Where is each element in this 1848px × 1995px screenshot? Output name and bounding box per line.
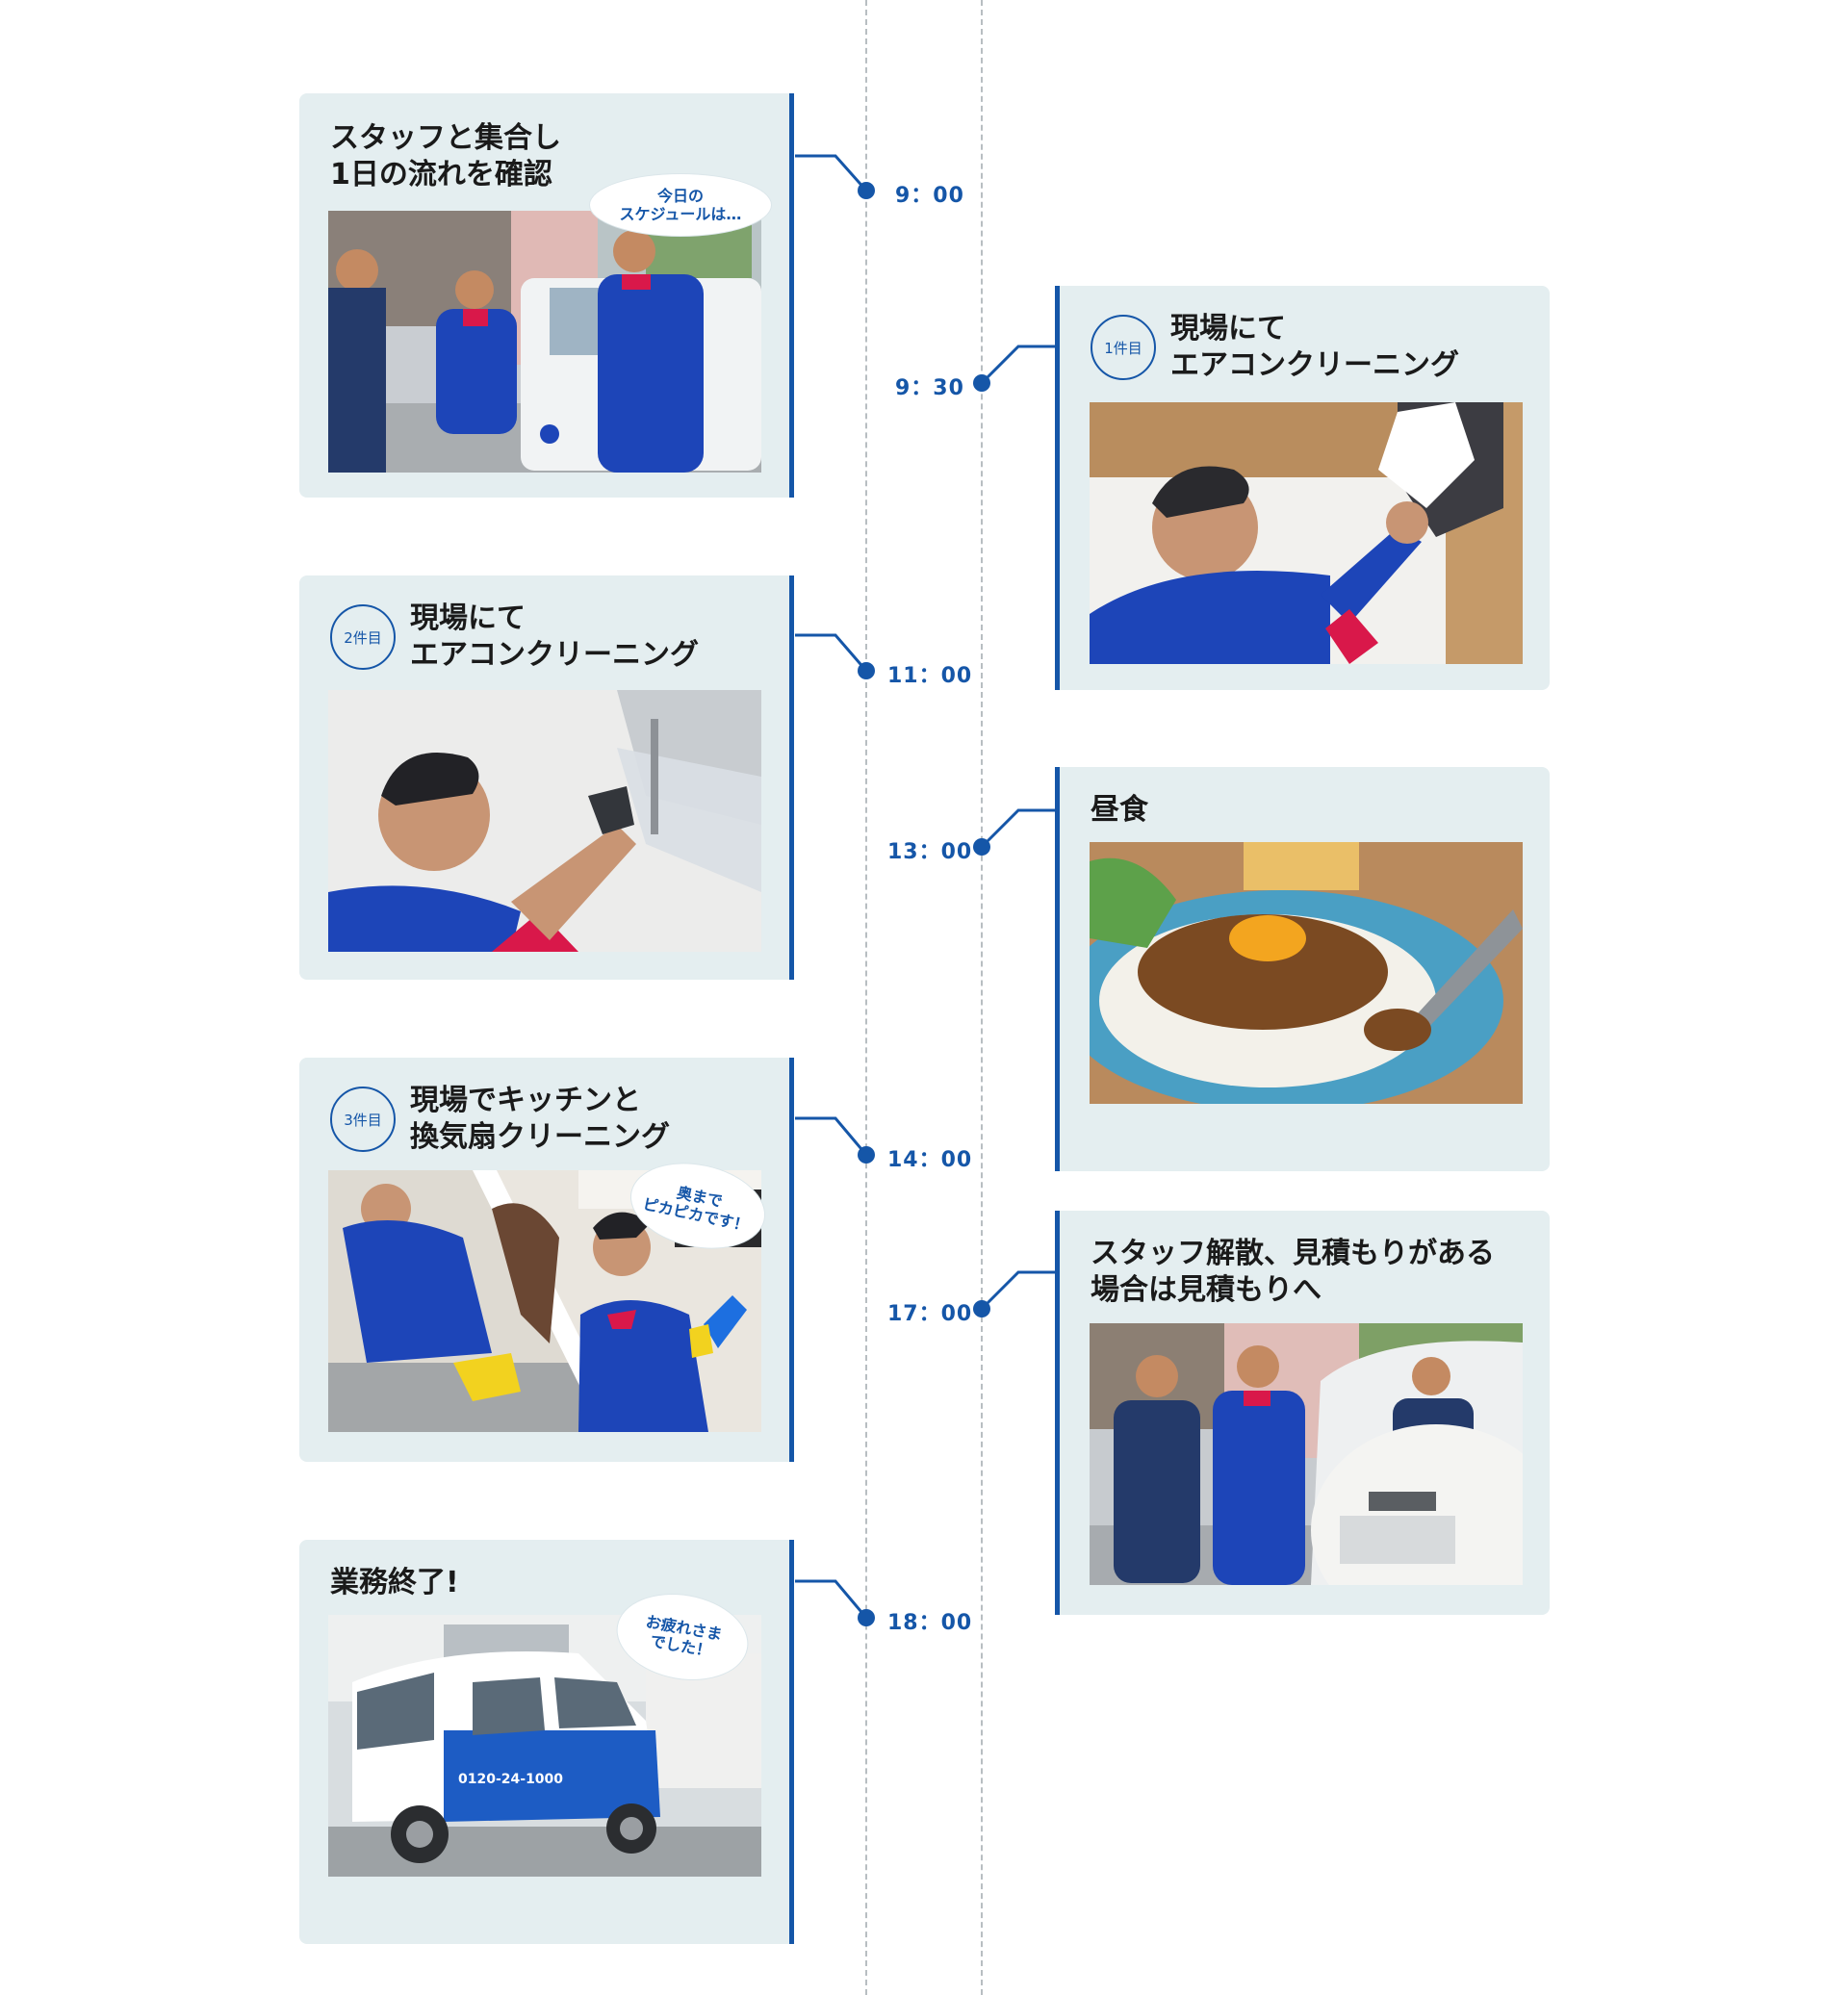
card-title-line: スタッフと集合し: [330, 121, 561, 155]
card-title: スタッフと集合し 1日の流れを確認: [330, 120, 561, 193]
visit-count-badge: 3件目: [330, 1087, 396, 1152]
timeline-card-1100: 2件目 現場にて エアコンクリーニング: [299, 575, 794, 980]
card-title-line: スタッフ解散、見積もりがある: [1091, 1237, 1495, 1270]
timeline-card-1300: 昼食: [1055, 767, 1550, 1171]
card-title-line: 換気扇クリーニング: [410, 1120, 670, 1154]
card-title: 昼食: [1091, 792, 1148, 829]
van-phone-number: 0120-24-1000: [458, 1772, 563, 1787]
card-title-line: 現場でキッチンと: [410, 1084, 641, 1117]
card-title-line: 現場にて: [410, 601, 526, 635]
timeline-card-0900: スタッフと集合し 1日の流れを確認 今日の スケジュールは…: [299, 93, 794, 498]
card-title-line: 昼食: [1091, 793, 1148, 827]
card-title-line: 現場にて: [1170, 312, 1286, 345]
time-label-1400: 14：00: [887, 1148, 973, 1172]
staff-meeting-photo: [328, 211, 761, 473]
card-title: 現場にて エアコンクリーニング: [410, 601, 699, 674]
time-label-1700: 17：00: [887, 1302, 973, 1326]
time-label-1800: 18：00: [887, 1611, 973, 1635]
timeline-card-0930: 1件目 現場にて エアコンクリーニング: [1055, 286, 1550, 690]
card-title: 現場でキッチンと 換気扇クリーニング: [410, 1083, 670, 1156]
aircon-cleaning-photo-2: [328, 690, 761, 952]
timeline-card-1800: 業務終了! 0120-24-1000 お疲れさま でした！: [299, 1540, 794, 1944]
card-title-line: 1日の流れを確認: [330, 158, 552, 192]
connector-1100: [795, 633, 868, 672]
time-label-1300: 13：00: [887, 840, 973, 864]
time-label-0930: 9：30: [895, 376, 964, 400]
timeline-dashed-line-right: [981, 0, 983, 1995]
card-title-line: エアコンクリーニング: [1170, 348, 1459, 382]
card-title-line: 場合は見積もりへ: [1091, 1273, 1322, 1307]
card-title: スタッフ解散、見積もりがある 場合は見積もりへ: [1091, 1236, 1495, 1309]
timeline-dashed-line-left: [865, 0, 867, 1995]
connector-0900: [795, 154, 868, 192]
timeline-card-1400: 3件目 現場でキッチンと 換気扇クリーニング 奥まで ピカピカです！: [299, 1058, 794, 1462]
card-title-line: 業務終了!: [330, 1566, 459, 1599]
bubble-line: 今日の: [656, 187, 704, 205]
lunch-keema-curry-photo: [1090, 842, 1523, 1104]
time-label-1100: 11：00: [887, 664, 973, 688]
connector-1400: [795, 1116, 868, 1156]
aircon-cleaning-photo-1: [1090, 402, 1523, 664]
speech-bubble: 今日の スケジュールは…: [590, 174, 771, 236]
connector-1700: [980, 1270, 1057, 1311]
card-title: 現場にて エアコンクリーニング: [1170, 311, 1459, 384]
connector-1300: [980, 808, 1057, 849]
staff-dismissal-estimate-photo: [1090, 1323, 1523, 1585]
visit-count-badge: 1件目: [1091, 315, 1156, 380]
visit-count-badge: 2件目: [330, 604, 396, 670]
timeline-card-1700: スタッフ解散、見積もりがある 場合は見積もりへ: [1055, 1211, 1550, 1615]
time-label-0900: 9：00: [895, 184, 964, 208]
connector-0930: [980, 345, 1057, 385]
card-title: 業務終了!: [330, 1565, 459, 1601]
connector-1800: [795, 1579, 868, 1619]
bubble-line: スケジュールは…: [619, 205, 742, 223]
card-title-line: エアコンクリーニング: [410, 638, 699, 672]
